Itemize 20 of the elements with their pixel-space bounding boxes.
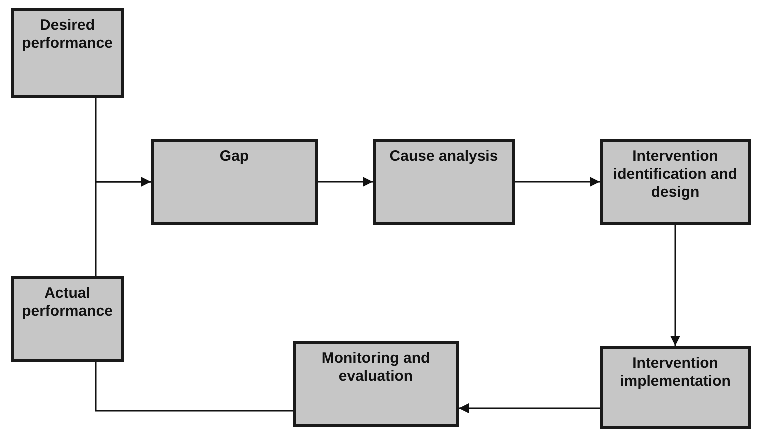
box-label: Monitoring and evaluation: [320, 350, 432, 386]
arrow: [515, 177, 600, 187]
box-label: Actual performance: [21, 285, 114, 321]
arrow: [459, 404, 600, 414]
box-label: Desired performance: [21, 17, 114, 53]
box-label: Gap: [218, 148, 250, 166]
process-box: [151, 139, 318, 225]
process-box: [600, 346, 751, 429]
process-box: [11, 276, 124, 362]
connector-line: [95, 362, 293, 412]
arrow: [318, 177, 373, 187]
process-box: [373, 139, 515, 225]
arrow: [95, 177, 151, 276]
process-box: [600, 139, 751, 225]
box-label: Intervention implementation: [619, 355, 732, 391]
process-box: [11, 8, 124, 98]
process-box: [293, 341, 459, 427]
box-label: Cause analysis: [388, 148, 500, 166]
arrow: [670, 225, 680, 346]
box-label: Intervention identification and design: [612, 148, 739, 202]
